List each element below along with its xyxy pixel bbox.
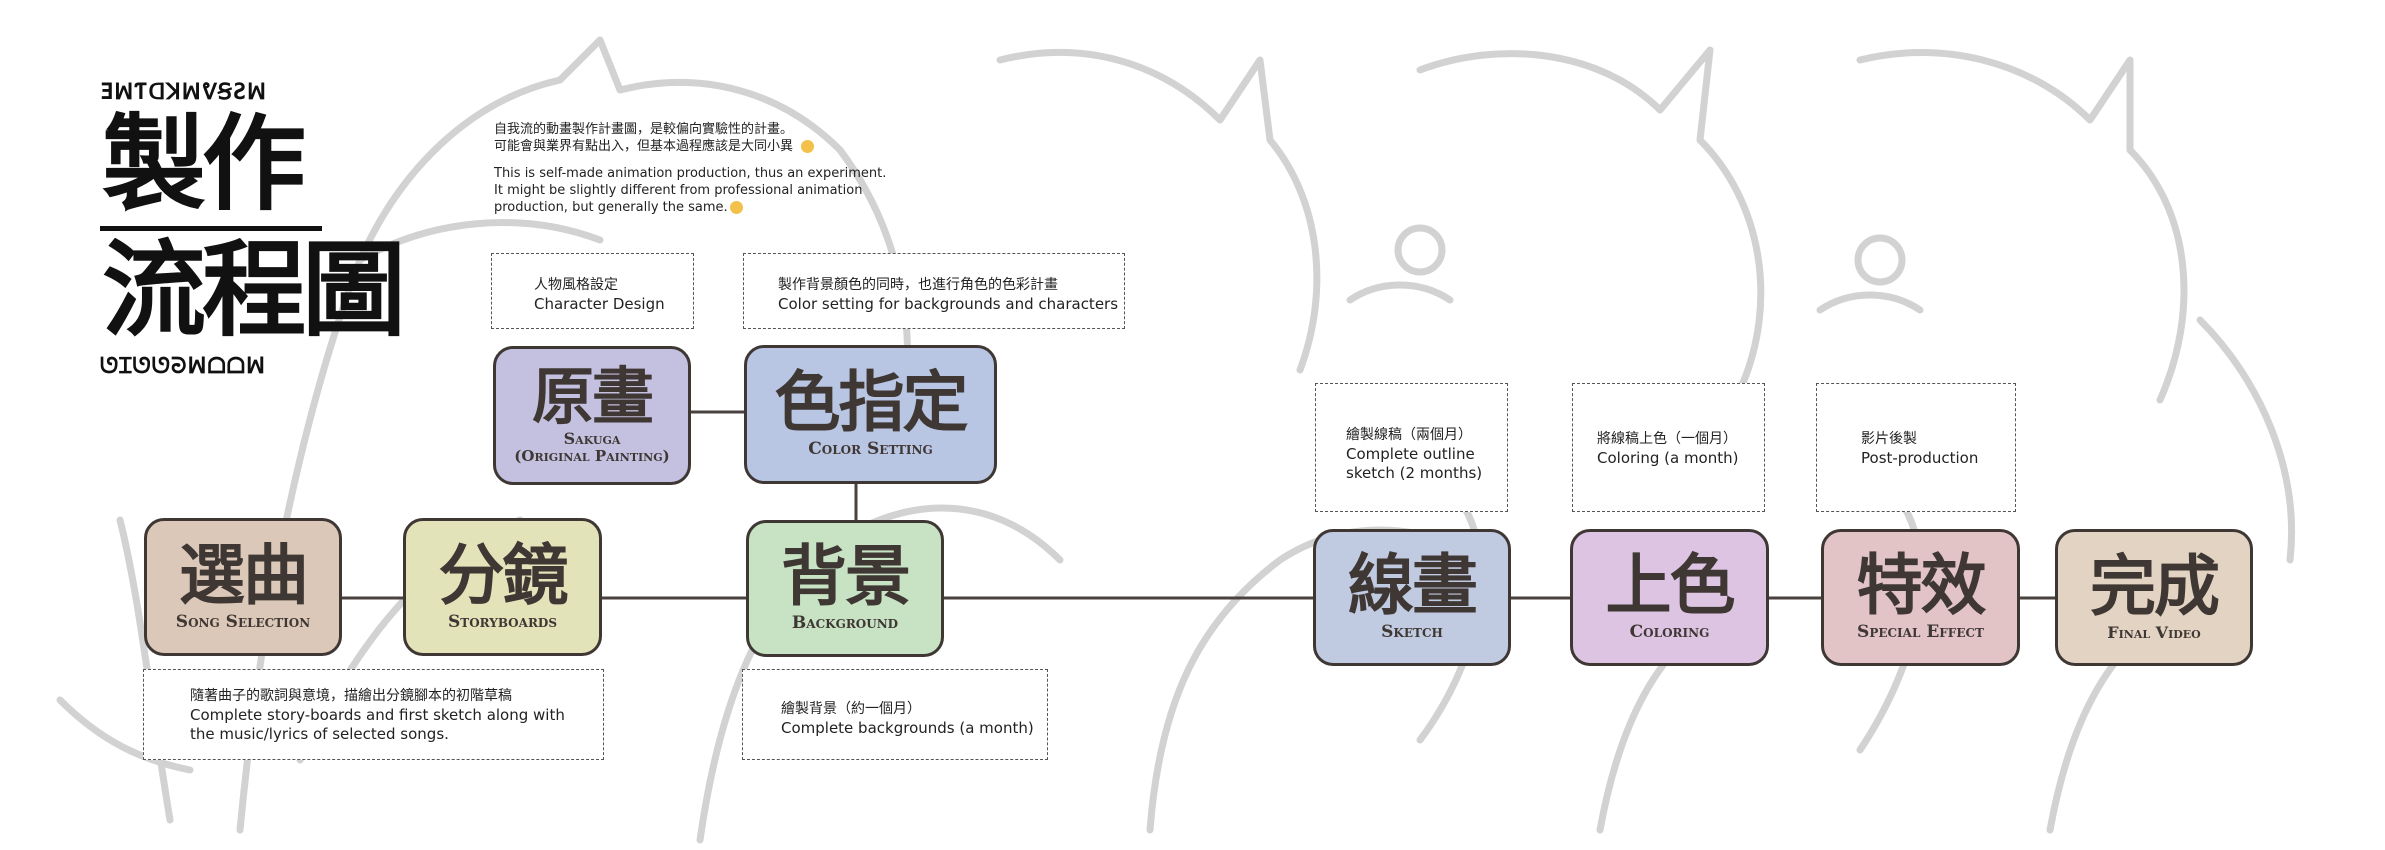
- note-sketch: 繪製線稿（兩個月） Complete outline sketch (2 mon…: [1315, 383, 1508, 512]
- node-song-selection-en: Song Selection: [175, 611, 311, 632]
- page-title-line1: 製作: [102, 103, 306, 225]
- note-sketch-zh: 繪製線稿（兩個月）: [1346, 427, 1472, 443]
- page-title-line2: 流程圖: [102, 229, 406, 351]
- node-coloring: 上色 Coloring: [1570, 529, 1769, 666]
- note-storyboards-en2: the music/lyrics of selected songs.: [190, 725, 449, 743]
- node-sketch: 線畫 Sketch: [1313, 529, 1511, 666]
- node-color-setting: 色指定 Color Setting: [744, 345, 997, 484]
- decorative-glyph-row-bottom: ᘎꞮᘎᘎᘒꟽᗝᗝꟽ: [100, 354, 266, 379]
- note-storyboards: 隨著曲子的歌詞與意境，描繪出分鏡腳本的初階草稿 Complete story-b…: [143, 669, 604, 760]
- node-sakuga-en1: Sakuga: [563, 429, 621, 449]
- node-color-setting-zh: 色指定: [774, 364, 969, 442]
- intro-text: 自我流的動畫製作計畫圖，是較偏向實驗性的計畫。 可能會與業界有點出入，但基本過程…: [494, 121, 914, 226]
- note-coloring-en: Coloring (a month): [1597, 449, 1739, 467]
- node-special-effect-zh: 特效: [1856, 547, 1987, 625]
- note-background-en: Complete backgrounds (a month): [781, 719, 1034, 737]
- node-coloring-en: Coloring: [1629, 622, 1710, 643]
- node-color-setting-en: Color Setting: [808, 439, 933, 460]
- node-sakuga-zh: 原畫: [531, 360, 654, 434]
- smiley-icon: [729, 201, 743, 214]
- note-background: 繪製背景（約一個月） Complete backgrounds (a month…: [742, 669, 1048, 760]
- note-character-design-zh: 人物風格設定: [534, 277, 618, 293]
- intro-en-line2: It might be slightly different from prof…: [494, 183, 863, 198]
- node-special-effect: 特效 Special Effect: [1821, 529, 2020, 666]
- note-color-setting: 製作背景顏色的同時，也進行角色的色彩計畫 Color setting for b…: [743, 253, 1125, 329]
- note-sketch-en1: Complete outline: [1346, 445, 1475, 463]
- node-sakuga-en2: (Original Painting): [514, 447, 670, 466]
- node-final-video: 完成 Final Video: [2055, 529, 2253, 666]
- node-song-selection: 選曲 Song Selection: [144, 518, 342, 656]
- note-storyboards-zh: 隨著曲子的歌詞與意境，描繪出分鏡腳本的初階草稿: [190, 688, 512, 704]
- node-final-video-zh: 完成: [2090, 547, 2220, 625]
- node-background: 背景 Background: [746, 520, 944, 657]
- node-storyboards: 分鏡 Storyboards: [403, 518, 602, 656]
- note-post-production-en: Post-production: [1861, 449, 1979, 467]
- note-post-production-zh: 影片後製: [1861, 431, 1917, 447]
- intro-en-line3: production, but generally the same.: [494, 200, 728, 215]
- note-coloring: 將線稿上色（一個月） Coloring (a month): [1572, 383, 1765, 512]
- node-background-zh: 背景: [781, 538, 911, 616]
- note-background-zh: 繪製背景（約一個月）: [781, 701, 921, 717]
- node-storyboards-en: Storyboards: [447, 611, 557, 632]
- node-song-selection-zh: 選曲: [179, 536, 309, 614]
- node-sakuga: 原畫 Sakuga (Original Painting): [493, 346, 691, 485]
- note-character-design: 人物風格設定 Character Design: [491, 253, 694, 329]
- decorative-glyph-row-top: ƎꟽƬᗡꓘꟽᕓꞨƧꟽ: [100, 80, 267, 105]
- intro-zh-line2: 可能會與業界有點出入，但基本過程應該是大同小異: [494, 139, 794, 154]
- node-background-en: Background: [791, 613, 899, 634]
- intro-zh-line1: 自我流的動畫製作計畫圖，是較偏向實驗性的計畫。: [494, 122, 794, 137]
- note-color-setting-en: Color setting for backgrounds and charac…: [778, 295, 1119, 313]
- note-color-setting-zh: 製作背景顏色的同時，也進行角色的色彩計畫: [778, 277, 1058, 293]
- note-post-production: 影片後製 Post-production: [1816, 383, 2016, 512]
- node-coloring-zh: 上色: [1605, 547, 1736, 625]
- note-coloring-zh: 將線稿上色（一個月）: [1597, 431, 1737, 447]
- smiley-icon: [801, 140, 815, 153]
- note-character-design-en: Character Design: [534, 295, 665, 313]
- title-divider: [100, 226, 322, 231]
- node-storyboards-zh: 分鏡: [438, 536, 569, 614]
- node-special-effect-en: Special Effect: [1857, 622, 1984, 643]
- node-sketch-zh: 線畫: [1348, 547, 1478, 625]
- node-final-video-en: Final Video: [2107, 622, 2201, 642]
- node-sketch-en: Sketch: [1381, 622, 1443, 643]
- note-storyboards-en1: Complete story-boards and first sketch a…: [190, 706, 565, 724]
- note-sketch-en2: sketch (2 months): [1346, 464, 1483, 482]
- intro-en-line1: This is self-made animation production, …: [494, 166, 887, 181]
